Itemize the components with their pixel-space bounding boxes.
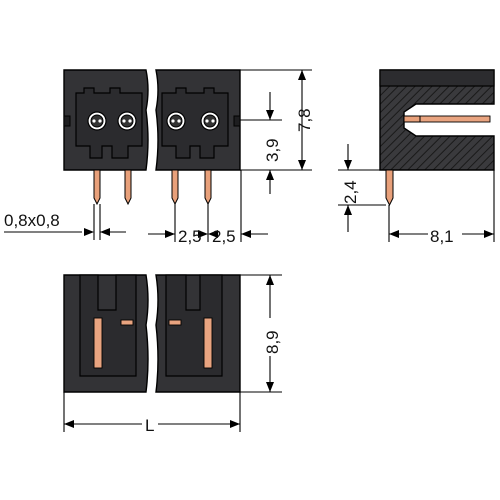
side-contact-bar <box>419 115 491 123</box>
pin-1 <box>93 169 101 206</box>
contact-opening-3 <box>166 111 186 131</box>
front-socket-right <box>161 87 229 159</box>
dim-pitch: 2,5 2,5 <box>148 170 268 246</box>
dim-total-height: 7,8 <box>240 69 314 171</box>
dim-pitch-right-label: 2,5 <box>212 227 236 246</box>
side-solder-pin <box>385 169 394 207</box>
pin-3 <box>171 169 179 206</box>
pin-2 <box>124 169 132 206</box>
side-housing-shadow <box>379 69 495 87</box>
dim-depth: 8,1 <box>388 170 495 246</box>
dim-wire-size: 0,8x0,8 <box>4 204 126 240</box>
contact-opening-4 <box>200 111 220 131</box>
side-view <box>379 69 495 207</box>
front-contacts <box>87 111 220 131</box>
front-latch-left <box>63 115 71 127</box>
dim-pin-length: 2,4 <box>338 144 386 232</box>
side-housing-section <box>379 69 495 171</box>
dim-pin-length-label: 2,4 <box>341 180 360 204</box>
dim-wire-size-label: 0,8x0,8 <box>4 211 60 230</box>
front-view <box>63 69 241 206</box>
dim-total-height-label: 7,8 <box>295 108 314 132</box>
dim-bottom-height-label: 8,9 <box>263 330 282 354</box>
dim-depth-label: 8,1 <box>430 227 454 246</box>
bottom-view <box>63 274 241 393</box>
dim-length: L <box>63 392 241 435</box>
dim-opening-height: 3,9 <box>240 92 282 194</box>
pin-4 <box>204 169 212 206</box>
dim-pitch-left-label: 2,5 <box>178 227 202 246</box>
front-socket-left <box>75 87 143 159</box>
contact-opening-2 <box>117 111 137 131</box>
front-pins <box>93 169 212 206</box>
bottom-contact-4 <box>203 317 213 369</box>
dim-opening-height-label: 3,9 <box>263 138 282 162</box>
bottom-contact-2 <box>120 319 134 326</box>
contact-opening-1 <box>87 111 107 131</box>
dim-bottom-height: 8,9 <box>240 274 282 393</box>
side-contact-tip <box>403 115 421 123</box>
dim-length-label: L <box>145 416 154 435</box>
bottom-contact-1 <box>93 317 103 369</box>
front-latch-right <box>233 115 241 127</box>
bottom-contact-3 <box>168 319 182 326</box>
